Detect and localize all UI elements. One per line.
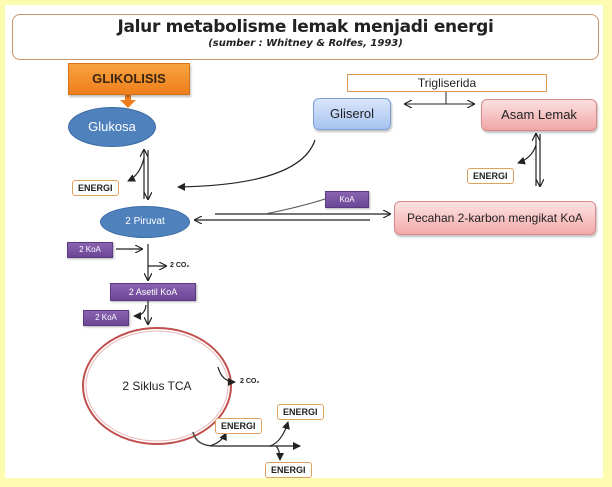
koa-box-2: 2 KoA <box>83 310 129 326</box>
diagram-title: Jalur metabolisme lemak menjadi energi <box>117 17 494 37</box>
tca-energi-2-arrow <box>269 421 290 447</box>
asam-lemak-box: Asam Lemak <box>481 99 597 131</box>
gliserol-to-glycolysis-arrow <box>177 139 316 191</box>
gliserol-box: Gliserol <box>313 98 391 130</box>
energi-label-tca-3: ENERGI <box>265 462 312 478</box>
tca-output-line <box>192 431 301 450</box>
co2-2-arrow <box>217 366 236 386</box>
glukosa-node: Glukosa <box>68 107 156 147</box>
co2-label-2: 2 CO₂ <box>240 378 260 385</box>
glikolisis-arrowhead <box>120 100 136 108</box>
energi-label-tca-2: ENERGI <box>277 404 324 420</box>
asam-energi-arrow <box>517 144 537 165</box>
glukosa-energi-arrow <box>127 157 145 182</box>
koa-box-1: 2 KoA <box>67 242 113 258</box>
title-box: Jalur metabolisme lemak menjadi energi (… <box>12 14 599 60</box>
trigliserida-box: Trigliserida <box>347 74 547 92</box>
koa-join-line <box>264 198 326 215</box>
source-citation: (sumber : Whitney & Rolfes, 1993) <box>208 38 403 49</box>
asetil-koa-box: 2 Asetil KoA <box>110 283 196 301</box>
energi-label-tca-1: ENERGI <box>215 418 262 434</box>
tca-energi-3-arrow <box>275 445 284 461</box>
pecahan-box: Pecahan 2-karbon mengikat KoA <box>394 201 596 235</box>
koa2-arrow <box>133 304 147 320</box>
tca-energi-1-arrow <box>209 432 227 447</box>
koa-box-top: KoA <box>325 191 369 208</box>
glikolisis-box: GLIKOLISIS <box>68 63 190 95</box>
piruvat-node: 2 Piruvat <box>100 206 190 238</box>
tca-cycle-label: 2 Siklus TCA <box>122 379 192 393</box>
co2-label-1: 2 CO₂ <box>170 262 190 269</box>
tca-cycle-inner-ring <box>85 330 229 442</box>
energi-label-asam: ENERGI <box>467 168 514 184</box>
energi-label-glukosa: ENERGI <box>72 180 119 196</box>
tca-cycle-ring <box>82 327 232 445</box>
